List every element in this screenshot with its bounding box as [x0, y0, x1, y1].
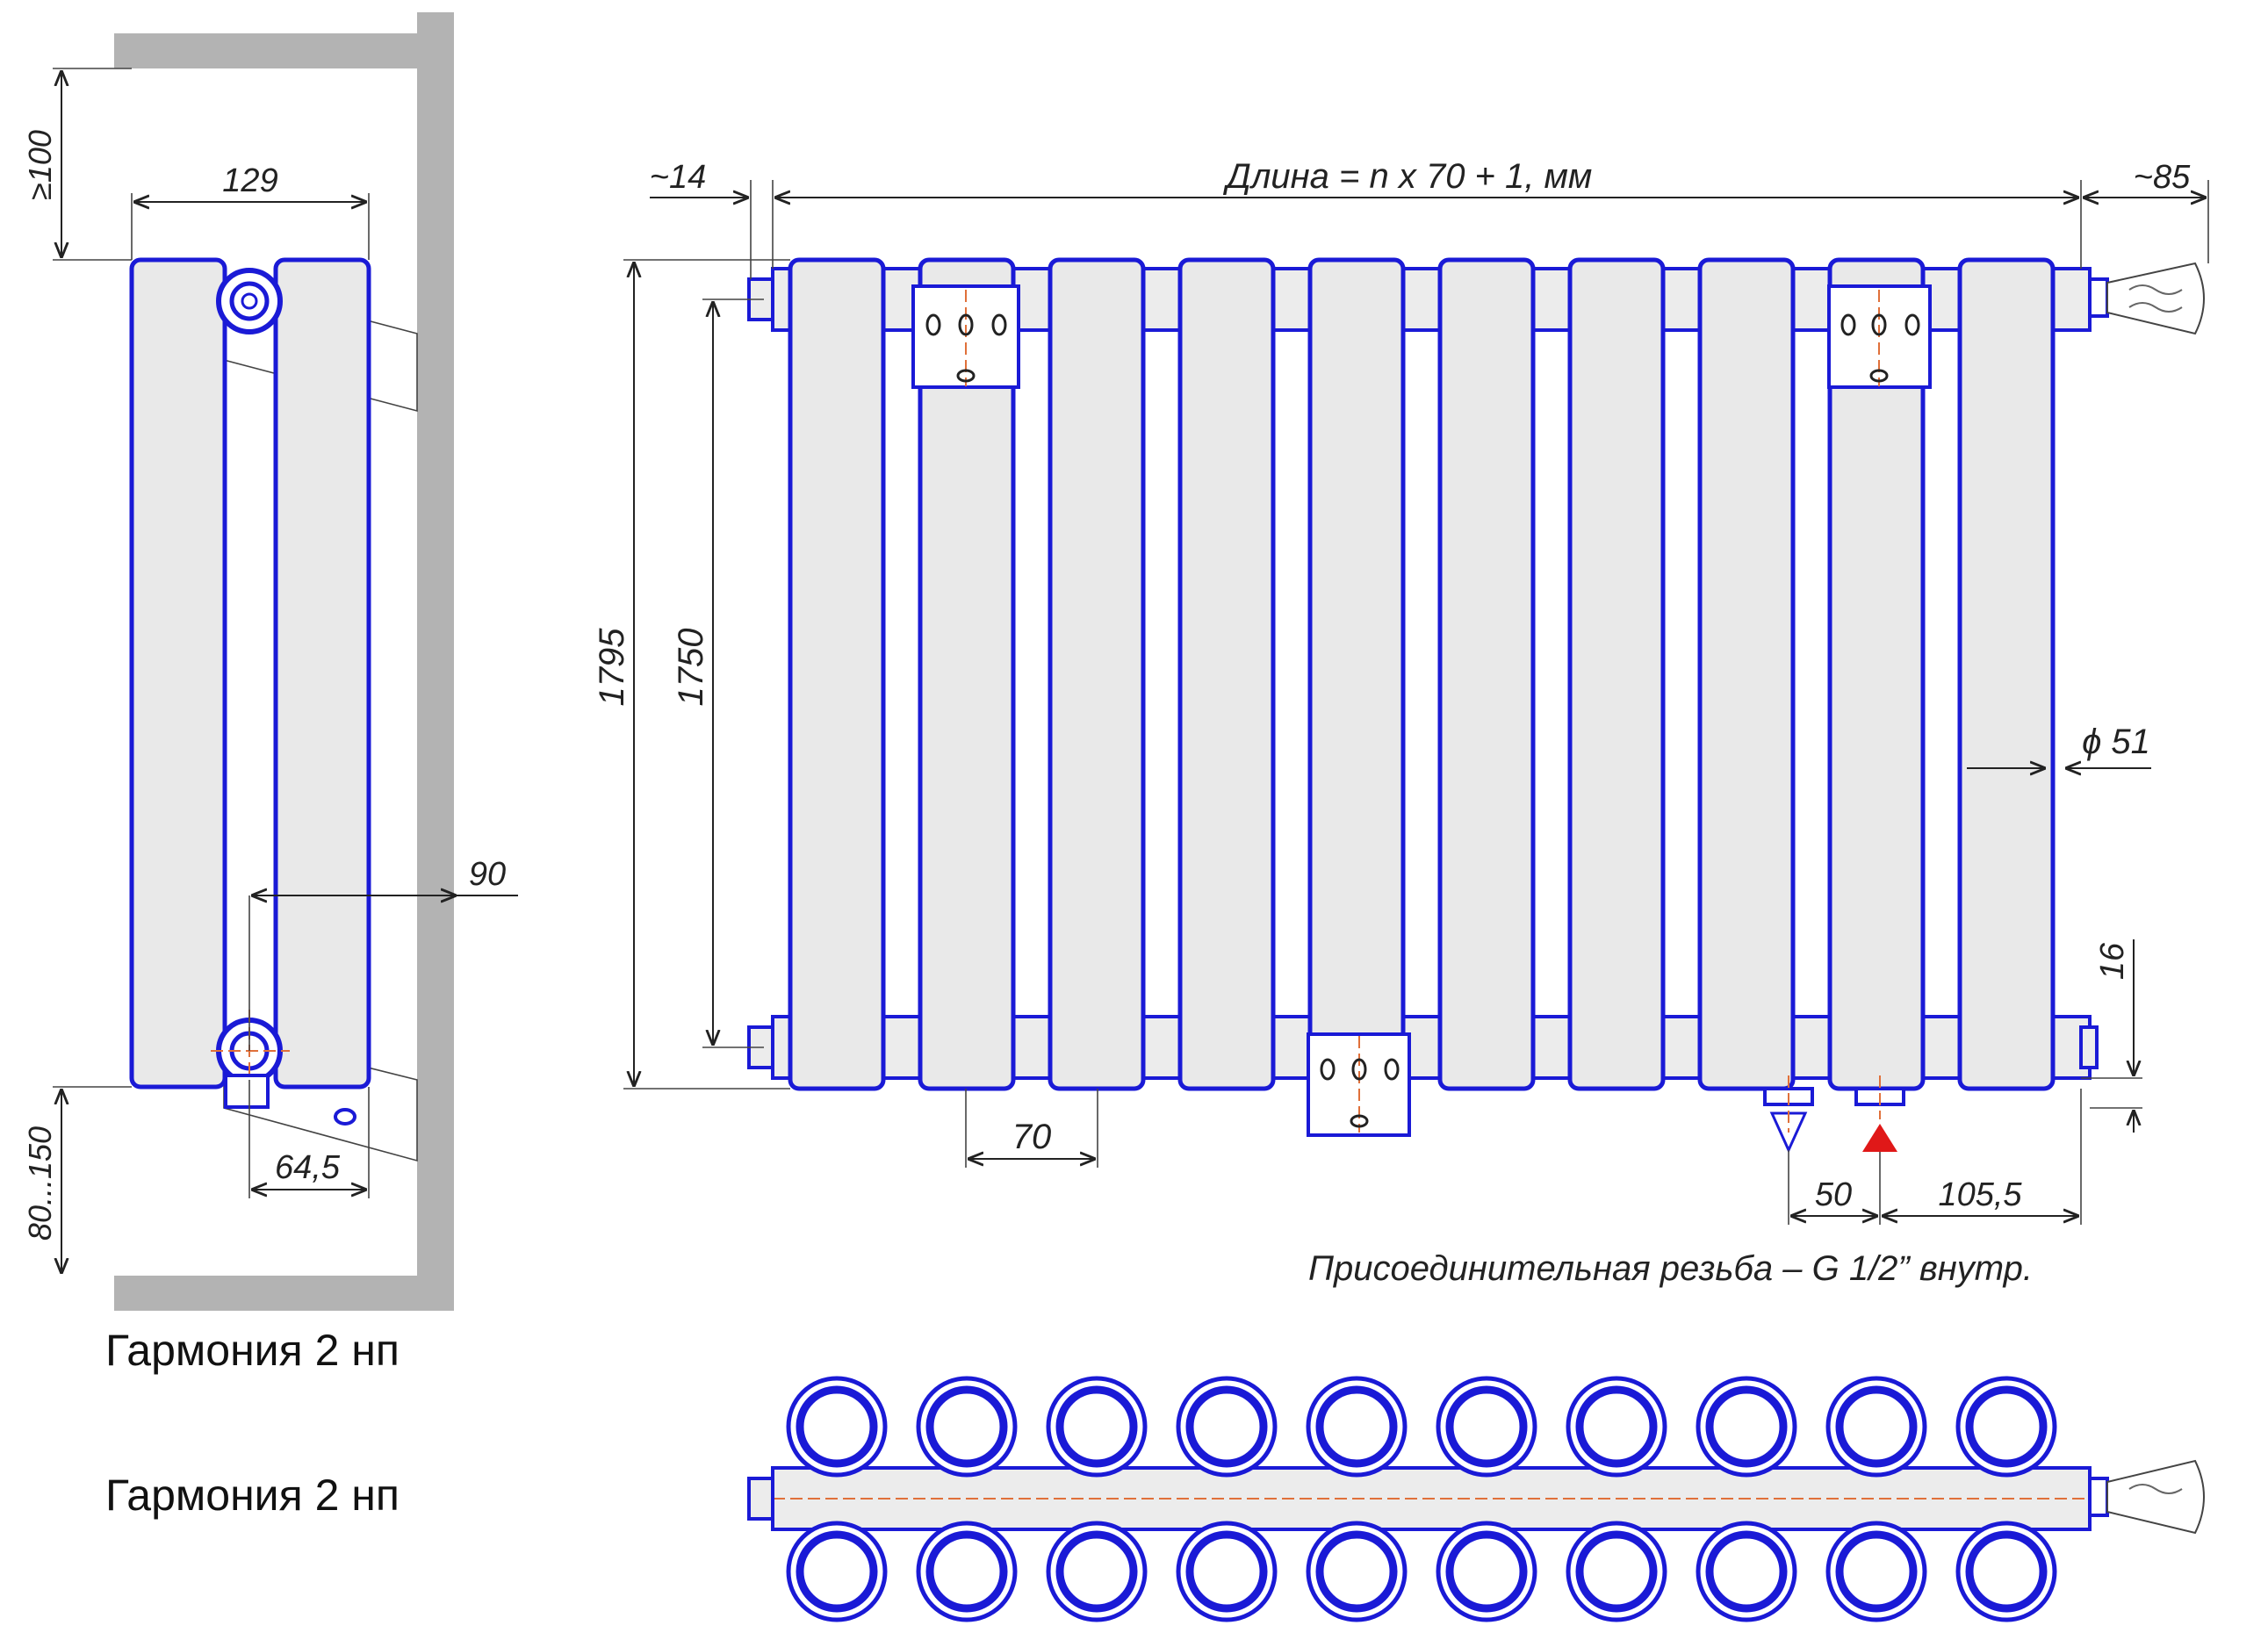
thread-note: Присоединительная резьба – G 1/2” внутр.	[1308, 1249, 2033, 1288]
supply-connection-icon	[1854, 1075, 1905, 1152]
lower-bracket	[1307, 1032, 1411, 1137]
ceiling-sill	[114, 33, 454, 68]
tube-ring	[1046, 1376, 1148, 1478]
tube-ring	[786, 1376, 888, 1478]
front-column	[129, 257, 227, 1090]
axis-height-label: 1750	[672, 629, 710, 707]
tube-ring	[1176, 1376, 1278, 1478]
right-valve-label: ~85	[2134, 159, 2191, 196]
tube-diameter-label: ϕ 51	[2082, 723, 2150, 761]
front-view: ~14 Длина = n x 70 + 1, мм ~85 1795 1750…	[593, 157, 2209, 1288]
tube-ring	[1955, 1521, 2057, 1622]
tube-ring	[1566, 1376, 1667, 1478]
tube-ring	[1825, 1376, 1927, 1478]
section-column	[1697, 257, 1796, 1091]
tube-ring	[1176, 1521, 1278, 1622]
side-view: ≥100 129 90 64,5 80...150 Гармония 2 нп	[22, 12, 518, 1375]
right-cap-bottom	[2079, 1025, 2099, 1069]
caption-side: Гармония 2 нп	[105, 1326, 400, 1375]
tube-ring	[1046, 1521, 1148, 1622]
clearance-bottom-label: 80...150	[22, 1126, 58, 1241]
tube-ring	[1566, 1521, 1667, 1622]
thermostatic-head-icon	[2088, 262, 2205, 335]
tube-ring	[1306, 1521, 1408, 1622]
depth-label: 129	[222, 162, 277, 199]
section-column	[918, 257, 1016, 1091]
axis-offset-label: 64,5	[275, 1149, 341, 1186]
floor	[114, 1276, 454, 1311]
section-column	[788, 257, 886, 1091]
length-formula-label: Длина = n x 70 + 1, мм	[1223, 157, 1593, 196]
upper-bracket-right	[1827, 284, 1932, 389]
section-columns	[788, 257, 2056, 1091]
section-column	[1048, 257, 1146, 1091]
tube-ring	[1436, 1521, 1537, 1622]
overall-height-label: 1795	[593, 628, 631, 707]
upper-bracket-left	[911, 284, 1020, 389]
outlet-offset-label: 105,5	[1938, 1176, 2022, 1213]
section-column	[1307, 257, 1406, 1091]
left-cap-label: ~14	[650, 159, 706, 196]
top-view-thermostatic-head-icon	[2088, 1459, 2205, 1535]
caption-top: Гармония 2 нп	[105, 1471, 400, 1520]
pitch-label: 70	[1012, 1118, 1052, 1156]
top-view: Гармония 2 нп	[105, 1376, 2205, 1622]
section-column	[1177, 257, 1276, 1091]
section-column	[1957, 257, 2056, 1091]
tube-ring	[1696, 1521, 1797, 1622]
return-connection-icon	[1763, 1075, 1814, 1154]
tube-ring	[916, 1521, 1018, 1622]
tube-ring	[916, 1376, 1018, 1478]
bottom-offset-label: 16	[2094, 942, 2131, 980]
wall	[417, 12, 454, 1310]
tube-ring	[1696, 1376, 1797, 1478]
tube-ring	[1436, 1376, 1537, 1478]
rear-column	[273, 257, 371, 1090]
section-column	[1437, 257, 1536, 1091]
tube-ring	[1955, 1376, 2057, 1478]
tube-ring	[786, 1521, 888, 1622]
clearance-top-label: ≥100	[22, 130, 58, 200]
tube-ring	[1306, 1376, 1408, 1478]
inlet-spacing-label: 50	[1815, 1176, 1852, 1213]
section-column	[1567, 257, 1666, 1091]
pipe-offset-label: 90	[469, 856, 506, 893]
top-view-tubes	[786, 1376, 2057, 1622]
tube-ring	[1825, 1521, 1927, 1622]
